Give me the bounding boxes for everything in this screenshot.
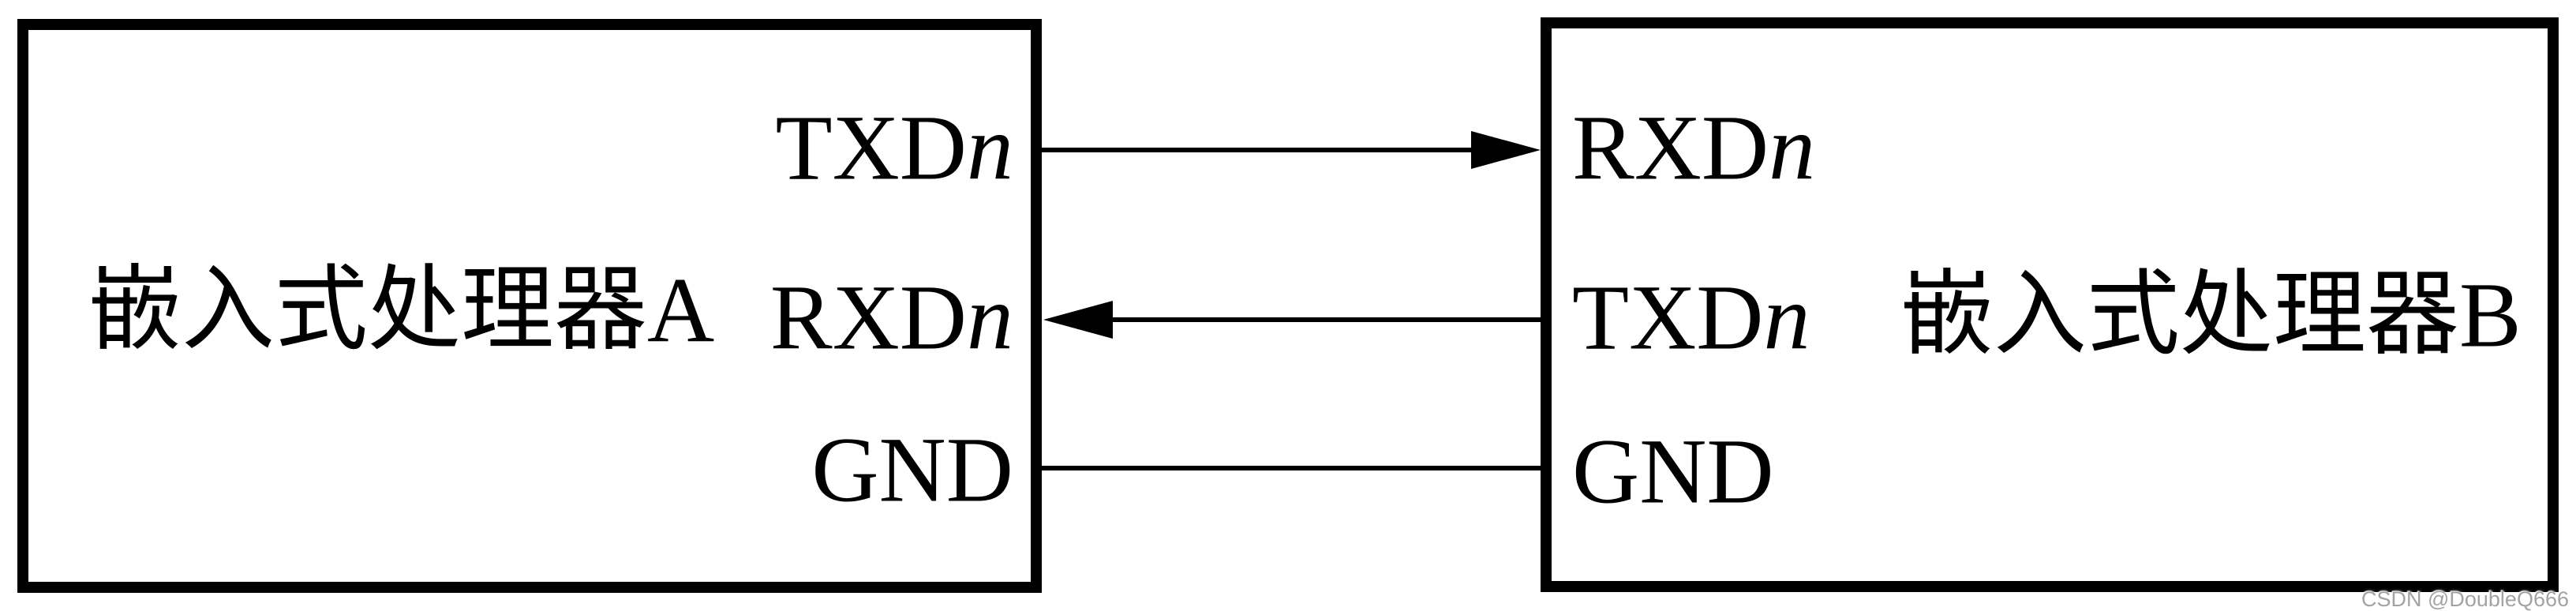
pin-label-a-txd: TXDn xyxy=(775,101,1013,195)
pin-label-a-rxd-suffix: n xyxy=(967,265,1013,369)
pin-label-a-rxd-name: RXD xyxy=(769,265,967,369)
pin-label-a-txd-name: TXD xyxy=(775,96,967,200)
pin-label-b-gnd-name: GND xyxy=(1572,419,1774,523)
arrowhead-right-icon xyxy=(1471,131,1541,169)
pin-label-a-txd-suffix: n xyxy=(967,96,1013,200)
pin-label-b-gnd: GND xyxy=(1572,425,1774,519)
pin-label-b-txd-suffix: n xyxy=(1763,265,1810,369)
wire-txd-a-to-rxd-b xyxy=(1040,131,1541,169)
pin-label-b-rxd-suffix: n xyxy=(1769,96,1816,200)
pin-label-a-gnd: GND xyxy=(811,423,1013,517)
watermark-text: CSDN @DoubleQ666 xyxy=(2361,587,2569,611)
processor-a-title: 嵌入式处理器A xyxy=(88,258,715,362)
wire-txd-b-to-rxd-a xyxy=(1043,301,1541,339)
pin-label-a-gnd-name: GND xyxy=(811,418,1013,522)
processor-a-box xyxy=(17,19,1042,593)
pin-label-b-rxd-name: RXD xyxy=(1572,96,1769,200)
arrowhead-left-icon xyxy=(1043,301,1113,339)
pin-label-b-txd-name: TXD xyxy=(1572,265,1764,369)
pin-label-a-rxd: RXDn xyxy=(770,271,1013,365)
pin-label-b-txd: TXDn xyxy=(1572,271,1810,365)
processor-b-box xyxy=(1541,17,2559,592)
pin-label-b-rxd: RXDn xyxy=(1572,101,1815,195)
processor-b-title: 嵌入式处理器B xyxy=(1900,263,2522,367)
